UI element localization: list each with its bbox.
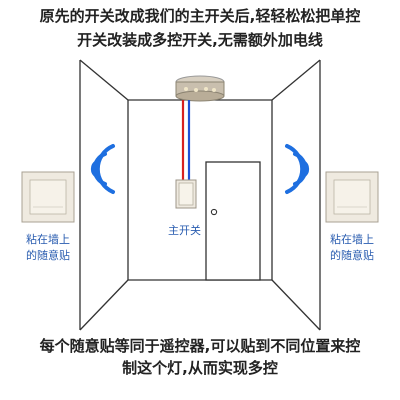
door-icon xyxy=(205,161,261,281)
caption-line-2: 制这个灯,从而实现多控 xyxy=(122,359,278,377)
left-sticker-icon xyxy=(21,171,75,223)
wifi-right-icon xyxy=(285,144,310,194)
right-sticker-label: 粘在墙上 的随意贴 xyxy=(322,232,382,264)
right-sticker-label-line-1: 粘在墙上 xyxy=(330,233,374,246)
heading-line-1: 原先的开关改成我们的主开关后,轻轻松松把单控 xyxy=(39,7,361,25)
main-switch-label: 主开关 xyxy=(168,224,201,237)
left-sticker-label: 粘在墙上 的随意贴 xyxy=(18,232,78,264)
main-switch-icon xyxy=(175,179,197,209)
caption-line-1: 每个随意贴等同于遥控器,可以贴到不同位置来控 xyxy=(39,337,361,355)
right-sticker-label-line-2: 的随意贴 xyxy=(330,249,374,262)
ceiling-lamp-icon xyxy=(175,75,225,102)
left-sticker-label-line-2: 的随意贴 xyxy=(26,249,70,262)
left-sticker-label-line-1: 粘在墙上 xyxy=(26,233,70,246)
heading-line-2: 开关改装成多控开关,无需额外加电线 xyxy=(77,31,323,49)
right-sticker-icon xyxy=(325,171,379,223)
wifi-left-icon xyxy=(90,144,115,194)
